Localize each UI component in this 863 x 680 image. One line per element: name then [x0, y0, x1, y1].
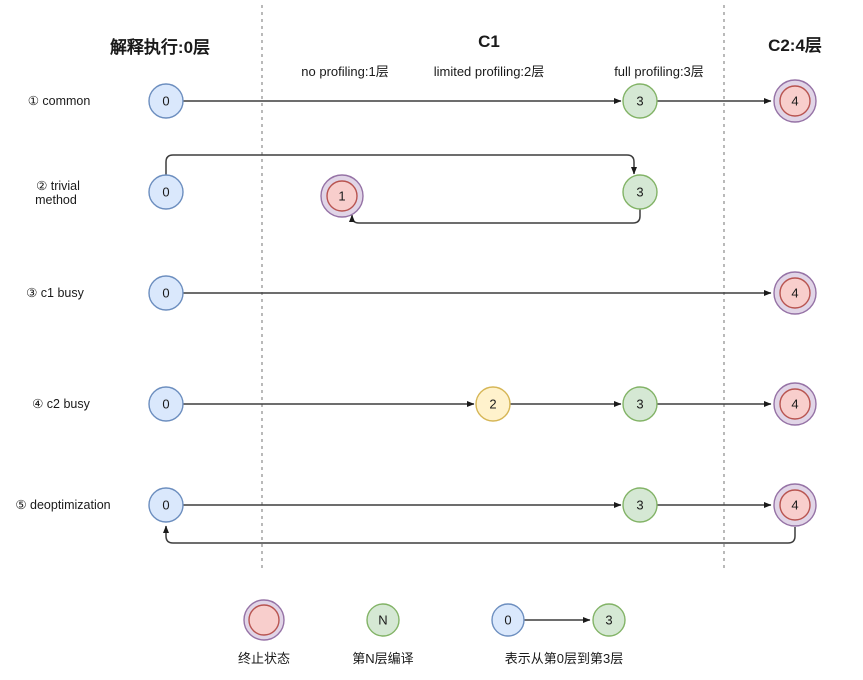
arrow-deopt-4-back-to-0: [163, 525, 796, 544]
legend-terminal-label: 终止状态: [238, 651, 290, 666]
node-deopt-level3-label: 3: [636, 498, 643, 513]
header-interpreter: 解释执行:0层: [110, 37, 210, 57]
node-c1busy-terminal-label: 4: [791, 286, 798, 301]
node-common-level3-label: 3: [636, 94, 643, 109]
row-label-c1-busy: ③ c1 busy: [26, 286, 85, 300]
node-c2busy-level2-label: 2: [489, 397, 496, 412]
node-deopt-level3: [622, 487, 658, 523]
node-c1busy-terminal: [779, 277, 811, 309]
node-common-level0: [148, 83, 184, 119]
node-trivial-level3: [622, 174, 658, 210]
node-c2busy-level0-label: 0: [162, 397, 169, 412]
legend-from-node-label: 0: [504, 613, 511, 628]
node-c2busy-level3: [622, 386, 658, 422]
row-label-common: ① common: [28, 94, 91, 108]
node-c2busy-level2: [475, 386, 511, 422]
node-common-terminal-label: 4: [791, 94, 798, 109]
node-c2busy-level3-label: 3: [636, 397, 643, 412]
legend-to-node-label: 3: [605, 613, 612, 628]
header-no-profiling: no profiling:1层: [301, 64, 388, 79]
node-common-level3: [622, 83, 658, 119]
node-deopt-terminal-label: 4: [791, 498, 798, 513]
node-deopt-terminal: [779, 489, 811, 521]
legend-terminal-node: [248, 604, 280, 636]
row-label-trivial-line2: method: [35, 193, 77, 207]
node-trivial-terminal-label: 1: [338, 189, 345, 204]
arrow-trivial-3-to-1: [349, 209, 641, 224]
legend-compile-label: 第N层编译: [352, 651, 413, 666]
header-full-profiling: full profiling:3层: [614, 64, 704, 79]
node-common-terminal: [779, 85, 811, 117]
node-c2busy-level0: [148, 386, 184, 422]
header-limited-profiling: limited profiling:2层: [434, 64, 545, 79]
node-trivial-level3-label: 3: [636, 185, 643, 200]
node-c2busy-terminal: [779, 388, 811, 420]
legend-transition-label: 表示从第0层到第3层: [505, 651, 623, 666]
node-common-level0-label: 0: [162, 94, 169, 109]
row-label-c2-busy: ④ c2 busy: [32, 397, 91, 411]
node-c1busy-level0-label: 0: [162, 286, 169, 301]
legend-compile-node-label: N: [378, 613, 387, 628]
node-c1busy-level0: [148, 275, 184, 311]
row-label-trivial-line1: ② trivial: [36, 179, 80, 193]
node-deopt-level0-label: 0: [162, 498, 169, 513]
arrow-trivial-0-to-3: [165, 154, 637, 175]
node-trivial-level0-label: 0: [162, 185, 169, 200]
header-c1: C1: [478, 32, 500, 51]
node-c2busy-terminal-label: 4: [791, 397, 798, 412]
legend-to-node: [592, 603, 626, 637]
node-deopt-level0: [148, 487, 184, 523]
node-trivial-terminal: [326, 180, 358, 212]
node-trivial-level0: [148, 174, 184, 210]
header-c2: C2:4层: [768, 36, 822, 55]
legend-compile-node: [366, 603, 400, 637]
legend-from-node: [491, 603, 525, 637]
row-label-deoptimization: ⑤ deoptimization: [15, 498, 110, 512]
